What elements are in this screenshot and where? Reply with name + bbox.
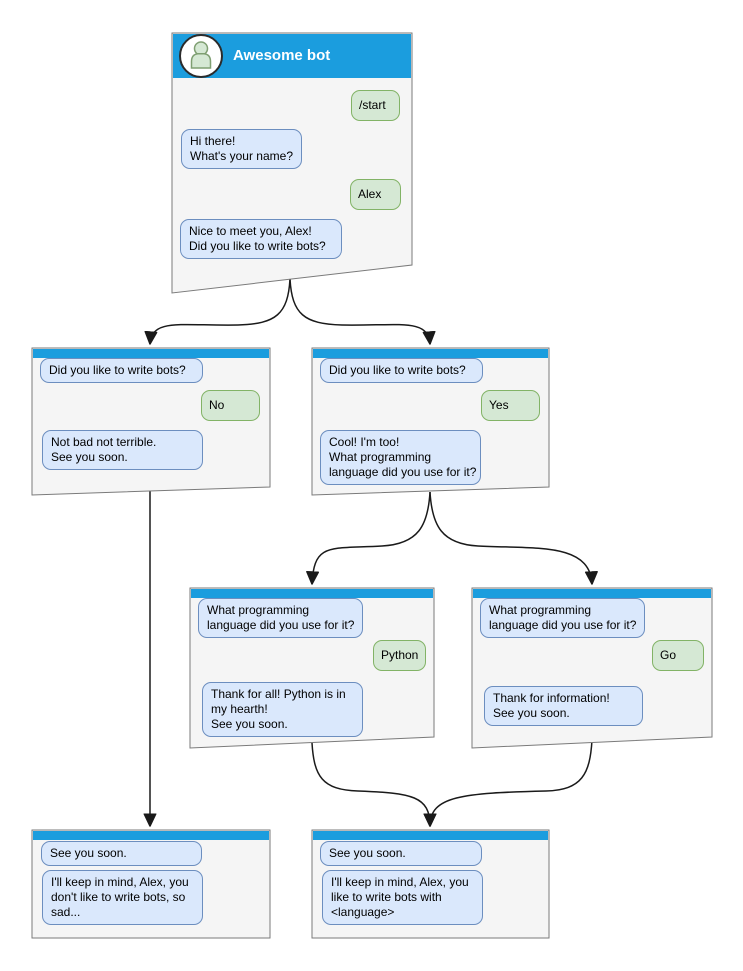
chat-bubble-bot: Hi there! What's your name?	[181, 129, 302, 169]
chat-bubble-user: Yes	[481, 390, 540, 421]
chat-bubble-user: No	[201, 390, 260, 421]
branch-yes-title-bar	[313, 349, 548, 358]
go-title-bar	[473, 589, 711, 598]
connector-go-to-end	[423, 739, 593, 827]
chat-bubble-user: Alex	[350, 179, 401, 210]
connector-start-to-yes	[289, 278, 436, 345]
connector-python-to-end	[311, 742, 437, 827]
user-avatar-icon	[179, 34, 223, 78]
connector-yes-to-go	[429, 491, 598, 585]
chat-bubble-bot: Cool! I'm too! What programming language…	[320, 430, 481, 485]
chat-bubble-bot: What programming language did you use fo…	[198, 598, 363, 638]
chat-bubble-bot: Thank for information! See you soon.	[484, 686, 643, 726]
connector-yes-to-python	[306, 491, 431, 585]
chat-bubble-bot: Did you like to write bots?	[320, 358, 483, 383]
chat-bubble-bot: Did you like to write bots?	[40, 358, 203, 383]
chat-bubble-user: Go	[652, 640, 704, 671]
end-yes-title-bar	[313, 831, 548, 840]
end-no-title-bar	[33, 831, 269, 840]
chat-bubble-bot: What programming language did you use fo…	[480, 598, 645, 638]
chat-bubble-user: /start	[351, 90, 400, 121]
python-title-bar	[191, 589, 433, 598]
chat-bubble-bot: See you soon.	[41, 841, 202, 866]
chat-bubble-bot: Not bad not terrible. See you soon.	[42, 430, 203, 470]
chat-bubble-bot: See you soon.	[320, 841, 482, 866]
chat-bubble-bot: Nice to meet you, Alex! Did you like to …	[180, 219, 342, 259]
chat-bubble-bot: I'll keep in mind, Alex, you like to wri…	[322, 870, 483, 925]
branch-no-title-bar	[33, 349, 269, 358]
main-window-title: Awesome bot	[233, 47, 331, 64]
chat-bubble-bot: Thank for all! Python is in my hearth! S…	[202, 682, 363, 737]
chat-bubble-bot: I'll keep in mind, Alex, you don't like …	[42, 870, 203, 925]
connector-start-to-no	[144, 278, 291, 345]
chat-bubble-user: Python	[373, 640, 426, 671]
